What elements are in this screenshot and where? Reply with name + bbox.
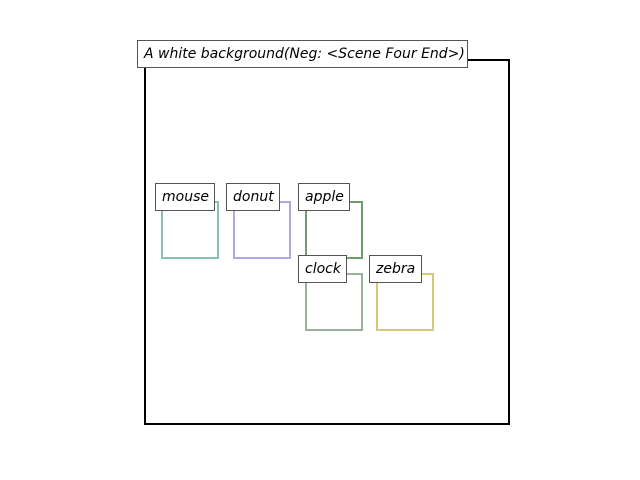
scene-caption: A white background(Neg: <Scene Four End>… [137,40,468,68]
donut-label: donut [226,183,280,211]
scene-frame [144,59,510,425]
zebra-label: zebra [369,255,422,283]
apple-label: apple [298,183,350,211]
mouse-label: mouse [155,183,215,211]
clock-label: clock [298,255,347,283]
